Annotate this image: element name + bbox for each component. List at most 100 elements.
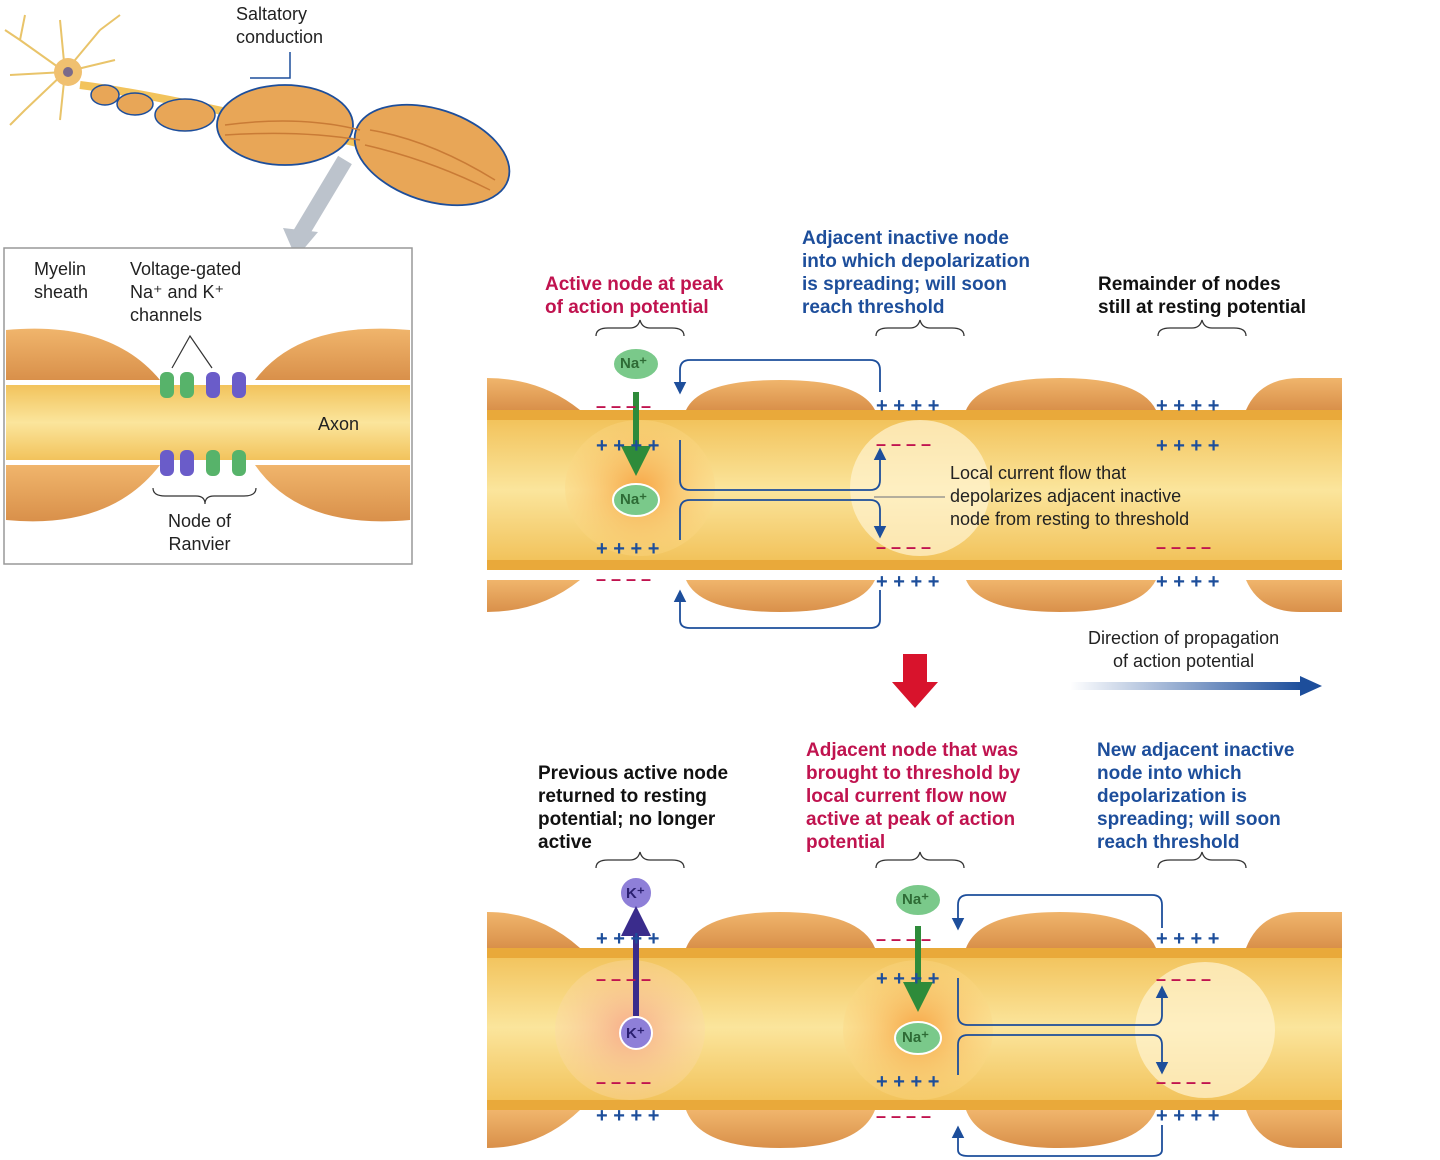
current-arrow — [673, 359, 881, 395]
membrane-upper — [487, 410, 1342, 420]
current-arrow — [957, 978, 1169, 1026]
myelin-segment — [966, 912, 1156, 948]
top-current-arrows — [673, 359, 887, 629]
negative-charge-marker: – – – – — [876, 537, 931, 557]
overview-label-bracket — [250, 52, 291, 79]
myelin-segment — [1246, 912, 1342, 948]
brace-now-active — [875, 851, 965, 869]
brace-adjacent-node — [875, 319, 965, 337]
negative-charge-marker: – – – – — [876, 434, 931, 454]
positive-charge-marker: + + + + — [1156, 928, 1219, 950]
negative-charge-marker: – – – – — [876, 929, 931, 949]
overview-segment — [116, 92, 154, 116]
zoom-arrow-head — [283, 228, 318, 258]
na-ion-label: Na⁺ — [902, 891, 930, 908]
positive-charge-marker: + + + + — [596, 538, 659, 560]
bottom-current-arrows — [951, 894, 1169, 1157]
negative-charge-marker: – – – – — [596, 396, 651, 416]
negative-charge-marker: – – – – — [596, 569, 651, 589]
myelin-segment — [966, 378, 1156, 410]
membrane-lower — [487, 560, 1342, 570]
myelin-segment — [966, 1110, 1156, 1148]
overview-myelin-lines — [224, 120, 496, 191]
na-ion-label: Na⁺ — [620, 491, 648, 508]
positive-charge-marker: + + + + — [1156, 571, 1219, 593]
positive-charge-marker: + + + + — [876, 571, 939, 593]
overview-segment — [353, 103, 511, 207]
new-adjacent-node-label: New adjacent inactive node into which de… — [1097, 740, 1295, 853]
current-arrow — [679, 499, 887, 540]
myelin-segment — [1246, 378, 1342, 410]
overview-segment — [154, 98, 216, 132]
node-brace — [152, 487, 257, 505]
na-ion-bottom-inner — [894, 1021, 942, 1055]
inset-channels — [160, 372, 246, 476]
brace-remainder — [1157, 319, 1247, 337]
positive-charge-marker: + + + + — [596, 928, 659, 950]
previous-active-node-label: Previous active node returned to resting… — [538, 763, 729, 853]
myelin-segment — [487, 378, 580, 410]
current-arrow — [679, 440, 887, 491]
myelin-segment — [686, 1110, 875, 1148]
current-arrow — [951, 1125, 1163, 1157]
axon-label: Axon — [318, 414, 360, 434]
current-arrow — [957, 1034, 1169, 1075]
na-ion-top-outer — [612, 347, 660, 381]
myelin-segment — [487, 1110, 580, 1148]
remainder-nodes-label: Remainder of nodes still at resting pote… — [1098, 274, 1306, 318]
node-inset — [3, 247, 413, 565]
local-current-label: Local current flow that depolarizes adja… — [950, 463, 1190, 529]
positive-charge-marker: + + + + — [1156, 1105, 1219, 1127]
negative-charge-marker: – – – – — [1156, 1072, 1211, 1092]
k-ion-label: K⁺ — [626, 1025, 645, 1042]
propagation-label: Direction of propagation of action poten… — [1088, 628, 1280, 671]
zoom-arrow — [293, 155, 352, 240]
saltatory-conduction-label: Saltatory conduction — [236, 4, 324, 47]
myelin-segment — [1246, 580, 1342, 612]
negative-charge-marker: – – – – — [1156, 969, 1211, 989]
neuron-overview — [4, 14, 511, 258]
myelin-segment — [1246, 1110, 1342, 1148]
myelin-segment — [966, 580, 1156, 612]
overview-segment — [90, 84, 120, 106]
active-node-label: Active node at peak of action potential — [545, 274, 724, 318]
propagation-arrow-shaft — [1070, 682, 1302, 690]
neuron-cell-body — [4, 14, 121, 126]
positive-charge-marker: + + + + — [876, 395, 939, 417]
charge-markers: – – – – + + + + + + + + – – – – + + + + – – –… — [596, 395, 1219, 1127]
na-ion-top-inner — [612, 483, 660, 517]
inset-myelin-upper-right — [255, 328, 410, 380]
myelin-segment — [686, 580, 875, 612]
voltage-gated-channels-label: Voltage-gated Na⁺ and K⁺ channels — [130, 259, 242, 325]
current-arrow — [673, 589, 881, 629]
brace-previous-node — [595, 851, 685, 869]
overview-segment — [216, 84, 354, 166]
channels-pointer — [171, 334, 213, 369]
myelin-segment — [686, 912, 875, 948]
myelin-segment — [487, 912, 580, 948]
positive-charge-marker: + + + + — [876, 1071, 939, 1093]
current-arrow — [951, 894, 1163, 931]
inset-myelin-lower-left — [6, 465, 160, 522]
myelin-sheath-label: Myelin sheath — [34, 259, 89, 302]
propagation-arrow-head — [1300, 676, 1322, 696]
positive-charge-marker: + + + + — [596, 1105, 659, 1127]
brace-active-node — [595, 319, 685, 337]
negative-charge-marker: – – – – — [596, 1072, 651, 1092]
new-adjacent-zone — [1135, 962, 1275, 1098]
na-ion-bottom-outer — [894, 883, 942, 917]
positive-charge-marker: + + + + — [1156, 395, 1219, 417]
negative-charge-marker: – – – – — [876, 1106, 931, 1126]
positive-charge-marker: + + + + — [1156, 435, 1219, 457]
k-ion-label: K⁺ — [626, 885, 645, 902]
brace-new-adjacent — [1157, 851, 1247, 869]
negative-charge-marker: – – – – — [1156, 537, 1211, 557]
myelin-segment — [487, 580, 580, 612]
myelin-segment — [686, 380, 875, 410]
k-ion-inner — [619, 1016, 653, 1050]
next-step-arrow — [892, 654, 938, 708]
inset-axon — [6, 385, 410, 460]
positive-charge-marker: + + + + — [876, 968, 939, 990]
negative-charge-marker: – – – – — [596, 969, 651, 989]
